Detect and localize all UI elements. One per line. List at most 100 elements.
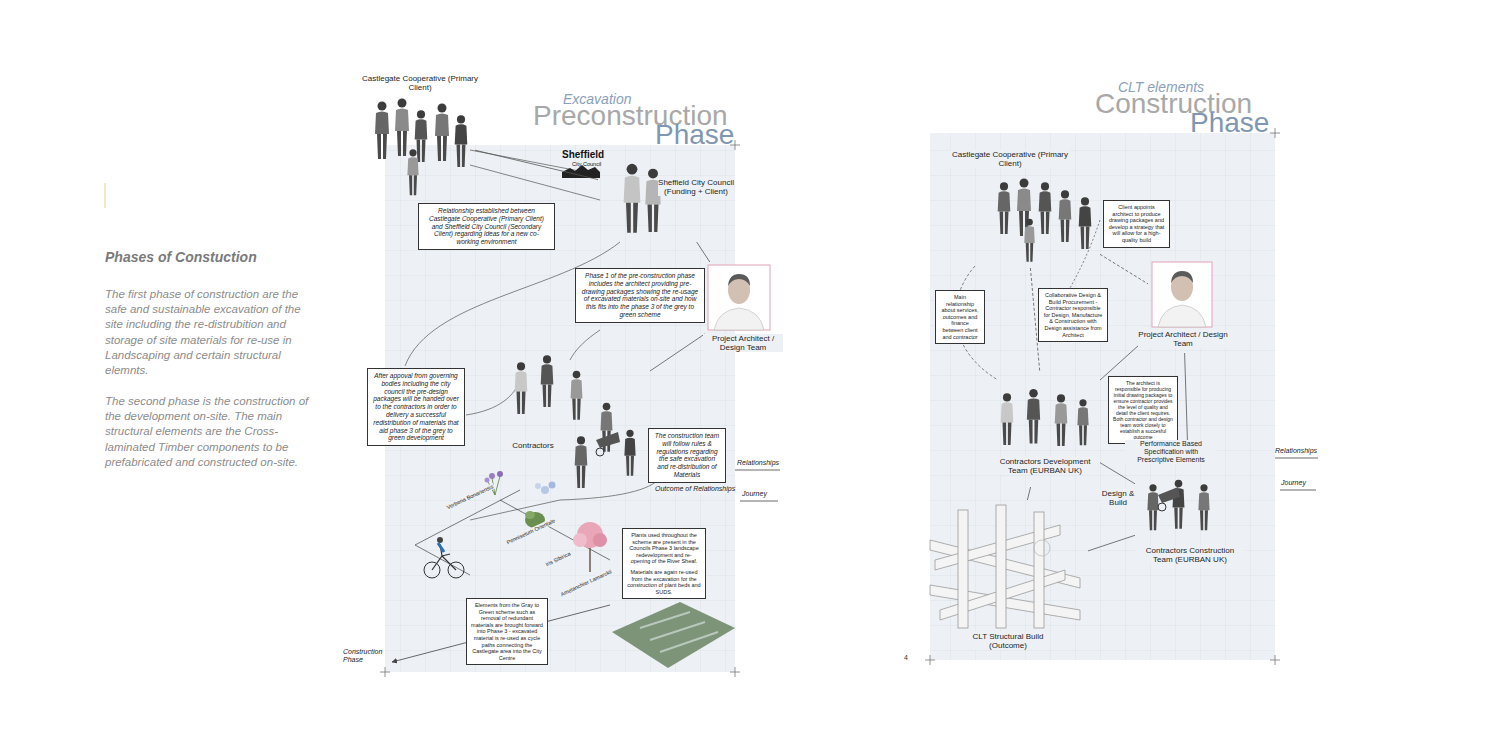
person bbox=[624, 430, 635, 476]
shoulders bbox=[1158, 305, 1206, 327]
person bbox=[1059, 190, 1072, 242]
figure-group: Castlegate Cooperative (Primary Client) bbox=[365, 72, 475, 202]
person bbox=[415, 110, 428, 162]
text-box: Phase 1 of the pre-construction phase in… bbox=[575, 268, 705, 323]
person bbox=[1027, 389, 1040, 444]
box-text: The architect is responsible for produci… bbox=[1113, 380, 1173, 440]
key-line bbox=[1280, 490, 1316, 491]
box-text: After appoval from governing bodies incl… bbox=[372, 372, 460, 442]
cyclist bbox=[424, 537, 464, 578]
person bbox=[1173, 480, 1185, 529]
wheel bbox=[1158, 503, 1166, 511]
box-text: Materials are again re-used from the exc… bbox=[627, 569, 701, 595]
text-box: Main relationship about services, outcom… bbox=[935, 290, 985, 344]
relation-line bbox=[470, 165, 600, 200]
relationship-curves bbox=[405, 150, 660, 520]
person bbox=[515, 362, 528, 414]
figure-group: Contractors Construction Team (EURBAN UK… bbox=[1135, 458, 1245, 576]
body-paragraph: The first phase of construction are the … bbox=[105, 287, 317, 378]
figure-label: Contractors bbox=[507, 441, 559, 450]
flower bbox=[497, 471, 503, 477]
text-box: Plants used throughout the scheme are pr… bbox=[622, 528, 706, 599]
text-box: Elements from the Gray to Green scheme s… bbox=[466, 598, 548, 665]
right-panel bbox=[930, 133, 1275, 660]
figure-label: Castlegate Cooperative (Primary Client) bbox=[360, 74, 480, 92]
figure-label-text: Project Architect / Design Team bbox=[1138, 330, 1228, 348]
text-box: Client appoints architect to produce dra… bbox=[1103, 200, 1170, 248]
box-text: The construction team will follow rules … bbox=[653, 432, 721, 479]
grass-rows bbox=[640, 612, 718, 652]
key-line bbox=[1275, 458, 1318, 459]
text-box: Relationship established between Castleg… bbox=[418, 203, 555, 250]
person bbox=[571, 371, 583, 420]
flower bbox=[485, 478, 490, 483]
key-label: Relationships bbox=[737, 459, 779, 467]
figure-label-text: Castlegate Cooperative (Primary Client) bbox=[950, 150, 1070, 168]
clt-post bbox=[996, 505, 1006, 628]
box-text: Collaborative Design & Build Procurement… bbox=[1043, 292, 1103, 338]
figure-label: CLT Structural Build (Outcome) bbox=[968, 632, 1048, 650]
box-text: Client appoints architect to produce dra… bbox=[1108, 204, 1165, 244]
plant-label: Pennisetum Orientale bbox=[505, 517, 557, 546]
box-text: Main relationship about services, outcom… bbox=[940, 294, 980, 340]
panel-ground bbox=[930, 133, 1275, 660]
hair bbox=[1171, 271, 1193, 283]
figure-group: Sheffield City Council (Funding + Client… bbox=[598, 150, 735, 242]
photo-frame bbox=[708, 265, 770, 330]
person bbox=[1024, 219, 1035, 262]
box-text: Phase 1 of the pre-construction phase in… bbox=[580, 272, 700, 319]
shoulders bbox=[714, 308, 764, 330]
person bbox=[624, 164, 641, 233]
panel-grid bbox=[930, 133, 1275, 660]
phase-title: Phase bbox=[1190, 107, 1269, 139]
rider-head bbox=[437, 537, 443, 543]
wheelbarrow bbox=[596, 432, 620, 448]
plant-label: Iris Sibirica bbox=[544, 550, 573, 568]
connector bbox=[697, 242, 710, 262]
box-text: Plants used throughout the scheme are pr… bbox=[627, 532, 701, 565]
journey-line bbox=[470, 478, 660, 520]
logo-text: Sheffield bbox=[562, 149, 604, 161]
figure-label-text: CLT Structural Build (Outcome) bbox=[968, 632, 1048, 650]
outcome-label: Outcome of Relationships bbox=[654, 485, 736, 493]
person bbox=[455, 115, 468, 167]
figure-label: Project Architect / Design Team bbox=[703, 334, 783, 352]
body-paragraph: The second phase is the construction of … bbox=[105, 394, 317, 470]
rider-body bbox=[438, 543, 444, 552]
accent-line bbox=[105, 183, 106, 208]
amelanchier-tree bbox=[573, 522, 607, 572]
person bbox=[395, 99, 409, 157]
text-box: After appoval from governing bodies incl… bbox=[367, 368, 465, 446]
heading: Phases of Constuction bbox=[105, 249, 257, 265]
castlegate-people bbox=[998, 179, 1092, 262]
person bbox=[1147, 484, 1158, 530]
figure-label-text: Sheffield City Council (Funding + Client… bbox=[658, 178, 734, 196]
person bbox=[1079, 197, 1092, 249]
flower bbox=[549, 482, 556, 489]
key-label: Journey bbox=[1281, 479, 1306, 487]
contractor-people bbox=[515, 355, 636, 488]
connector bbox=[1100, 463, 1135, 484]
figure-label: Contractors Construction Team (EURBAN UK… bbox=[1135, 546, 1245, 564]
person bbox=[1198, 484, 1209, 530]
figure-group: Project Architect / Design Team bbox=[1148, 258, 1218, 353]
phase-title: Phase bbox=[655, 119, 734, 151]
landscape-patch bbox=[612, 602, 735, 668]
connector bbox=[650, 334, 705, 371]
logo-text: City Council bbox=[572, 161, 601, 167]
figure-label-text: Contractors bbox=[507, 441, 559, 450]
person bbox=[1055, 394, 1068, 446]
figure-group: Contractors Development Team (EURBAN UK) bbox=[990, 372, 1100, 487]
relation-curve bbox=[570, 330, 600, 360]
relation-curve bbox=[466, 380, 520, 415]
box-text: Relationship established between Castleg… bbox=[423, 207, 550, 246]
text-box: The architect is responsible for produci… bbox=[1108, 376, 1178, 444]
person bbox=[407, 149, 418, 195]
wheelbarrow bbox=[1158, 487, 1180, 503]
plant-label: Amelanchier Lamarckii bbox=[559, 568, 614, 598]
person bbox=[998, 182, 1011, 234]
figure-label: Contractors Development Team (EURBAN UK) bbox=[990, 457, 1100, 475]
canopy bbox=[593, 533, 607, 547]
